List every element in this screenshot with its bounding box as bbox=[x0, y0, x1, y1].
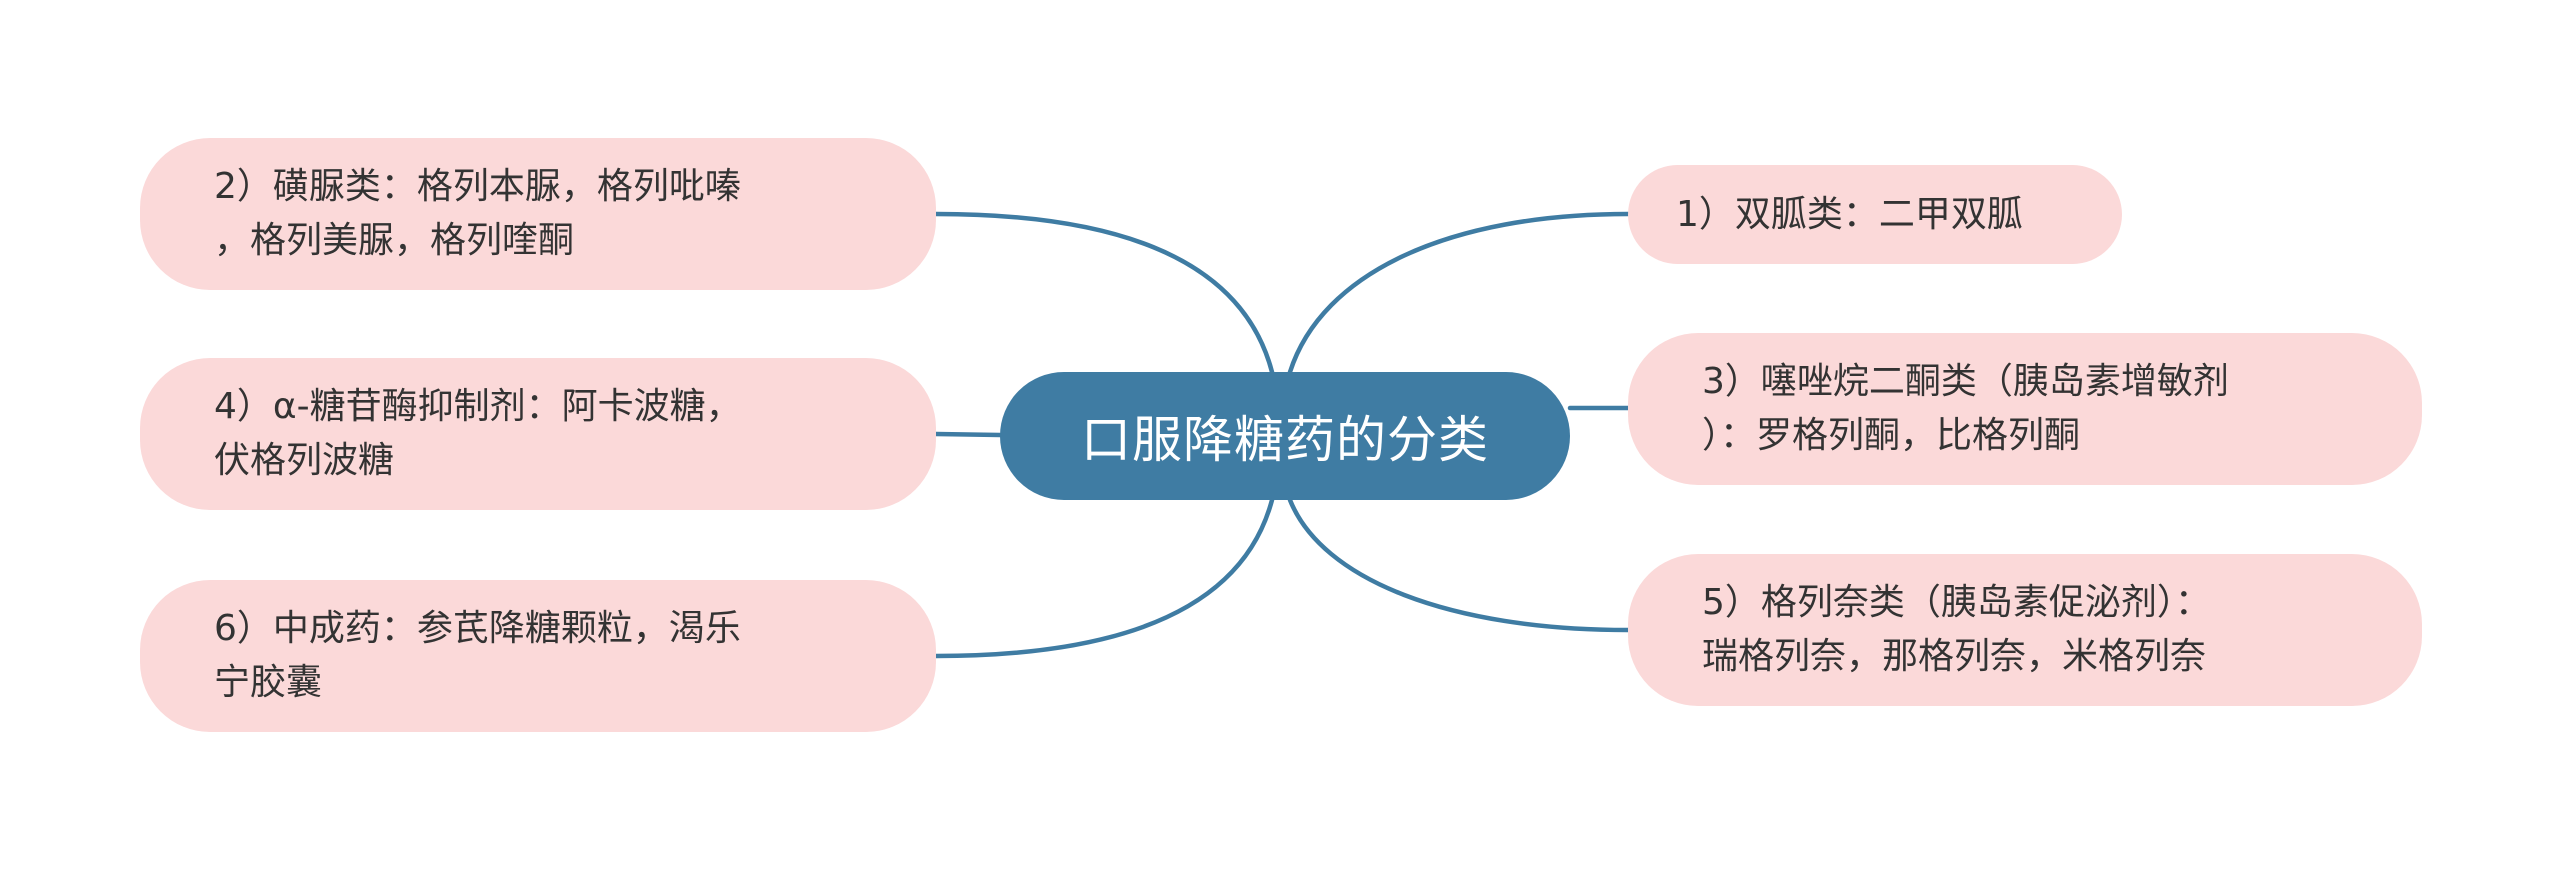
topic-label-3: 3）噻唑烷二酮类（胰岛素增敏剂 ）：罗格列酮，比格列酮 bbox=[1702, 361, 2229, 456]
topic-label-1: 1）双胍类：二甲双胍 bbox=[1676, 193, 2023, 235]
connector-topic-5 bbox=[1287, 497, 1631, 633]
topic-label-4: 4）α-糖苷酶抑制剂：阿卡波糖， 伏格列波糖 bbox=[214, 386, 742, 481]
connector-topic-6 bbox=[933, 497, 1275, 659]
connector-topic-2 bbox=[933, 211, 1275, 375]
topic-node-6[interactable]: 6）中成药：参芪降糖颗粒，渴乐 宁胶囊 bbox=[140, 580, 936, 732]
connector-topic-1 bbox=[1287, 211, 1631, 375]
topic-node-4[interactable]: 4）α-糖苷酶抑制剂：阿卡波糖， 伏格列波糖 bbox=[140, 358, 936, 510]
connector-topic-4 bbox=[933, 431, 1003, 438]
topic-node-3[interactable]: 3）噻唑烷二酮类（胰岛素增敏剂 ）：罗格列酮，比格列酮 bbox=[1628, 333, 2422, 485]
central-topic-label: 口服降糖药的分类 bbox=[1081, 411, 1489, 469]
topic-node-2[interactable]: 2）磺脲类：格列本脲，格列吡嗪 ，格列美脲，格列喹酮 bbox=[140, 138, 936, 290]
topic-label-5: 5）格列奈类（胰岛素促泌剂）： 瑞格列奈，那格列奈，米格列奈 bbox=[1702, 582, 2211, 677]
topic-label-2: 2）磺脲类：格列本脲，格列吡嗪 ，格列美脲，格列喹酮 bbox=[214, 166, 741, 261]
central-topic[interactable]: 口服降糖药的分类 bbox=[1000, 372, 1570, 500]
topic-node-5[interactable]: 5）格列奈类（胰岛素促泌剂）： 瑞格列奈，那格列奈，米格列奈 bbox=[1628, 554, 2422, 706]
topic-node-1[interactable]: 1）双胍类：二甲双胍 bbox=[1628, 165, 2122, 264]
topic-label-6: 6）中成药：参芪降糖颗粒，渴乐 宁胶囊 bbox=[214, 608, 741, 703]
